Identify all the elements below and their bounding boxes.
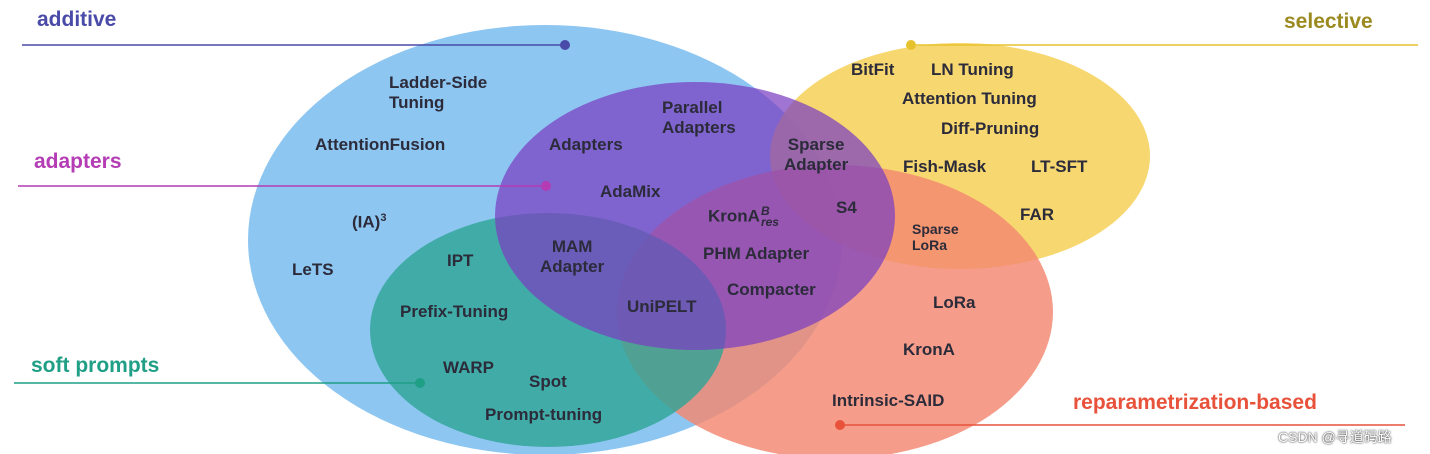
method-far: FAR [1020, 205, 1054, 224]
method-attention-tuning: Attention Tuning [902, 89, 1037, 108]
selective-leader-dot [906, 40, 916, 50]
soft-prompts-label: soft prompts [31, 354, 160, 377]
method-prefix-tuning: Prefix-Tuning [400, 302, 509, 321]
method-adapters: Adapters [549, 135, 623, 154]
method-warp: WARP [443, 358, 494, 377]
method-attention-fusion: AttentionFusion [315, 135, 446, 154]
method-diff-pruning: Diff-Pruning [941, 119, 1040, 138]
method-phm-adapter: PHM Adapter [703, 244, 810, 263]
method-krona: KronA [903, 340, 955, 359]
method-sparse-adapter: Sparse Adapter [784, 135, 849, 174]
method-krona-res-sub: res [760, 215, 779, 229]
method-lora: LoRa [933, 293, 976, 312]
adapters-label: adapters [34, 150, 122, 173]
method-parallel-adapters: Parallel Adapters [662, 98, 736, 137]
adapters-region [495, 82, 895, 350]
additive-leader-dot [560, 40, 570, 50]
method-compacter: Compacter [727, 280, 816, 299]
reparametrization-label: reparametrization-based [1073, 391, 1317, 414]
method-unipelt: UniPELT [627, 297, 697, 316]
method-sparse-lora: Sparse LoRa [912, 221, 959, 253]
method-mam-adapter: MAM Adapter [540, 237, 605, 276]
watermark: CSDN @寻道码路 [1278, 429, 1392, 445]
reparametrization-leader-dot [835, 420, 845, 430]
method-bitfit: BitFit [851, 60, 895, 79]
method-krona-res-sup: B [760, 204, 770, 218]
method-ladder-side-tuning: Ladder-Side Tuning [389, 73, 488, 112]
method-krona-res-base: KronA [708, 206, 760, 226]
method-ia3-base: (IA) [352, 212, 381, 232]
method-s4: S4 [836, 198, 857, 217]
method-ia3-sup: 3 [380, 212, 387, 224]
method-spot: Spot [529, 372, 567, 391]
additive-label: additive [37, 8, 117, 31]
method-adamix: AdaMix [600, 182, 661, 201]
method-lt-sft: LT-SFT [1031, 157, 1088, 176]
method-ia3: (IA)3 [352, 208, 386, 233]
adapters-leader-dot [541, 181, 551, 191]
method-ipt: IPT [447, 251, 474, 270]
method-fish-mask: Fish-Mask [903, 157, 987, 176]
method-intrinsic-said: Intrinsic-SAID [832, 391, 945, 410]
selective-label: selective [1284, 10, 1373, 33]
method-prompt-tuning: Prompt-tuning [485, 405, 603, 424]
method-lets: LeTS [292, 260, 334, 279]
soft-prompts-leader-dot [415, 378, 425, 388]
method-ln-tuning: LN Tuning [931, 60, 1014, 79]
